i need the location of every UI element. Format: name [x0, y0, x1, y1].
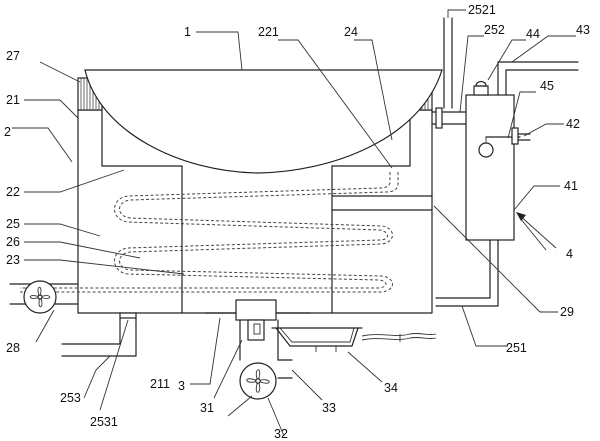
label-22: 22 — [6, 185, 20, 199]
label-28: 28 — [6, 341, 20, 355]
label-42: 42 — [566, 117, 580, 131]
label-2: 2 — [4, 125, 11, 139]
label-33: 33 — [322, 401, 336, 415]
bottom-outlet — [204, 299, 311, 379]
label-1: 1 — [184, 25, 191, 39]
label-211: 211 — [150, 377, 170, 391]
label-26: 26 — [6, 235, 20, 249]
bottom-fan — [239, 362, 277, 400]
label-27: 27 — [6, 49, 20, 63]
label-34: 34 — [384, 381, 398, 395]
label-21: 21 — [6, 93, 20, 107]
label-43: 43 — [576, 23, 590, 37]
label-44: 44 — [526, 27, 540, 41]
leader-lines — [12, 9, 576, 437]
ref-arrow-4 — [516, 212, 557, 249]
label-25: 25 — [6, 217, 20, 231]
label-253: 253 — [60, 391, 81, 405]
label-2521: 2521 — [468, 3, 496, 17]
label-29: 29 — [560, 305, 574, 319]
reference-labels: 1 2 3 4 21 22 23 24 25 26 27 28 29 31 32… — [4, 3, 590, 441]
label-32: 32 — [274, 427, 288, 441]
serpentine-tube — [20, 172, 399, 293]
wok-bowl — [84, 69, 443, 174]
left-fan — [9, 280, 79, 314]
label-41: 41 — [564, 179, 578, 193]
label-2531: 2531 — [90, 415, 118, 429]
collector-tray — [271, 327, 437, 352]
label-221: 221 — [258, 25, 279, 39]
label-45: 45 — [540, 79, 554, 93]
label-23: 23 — [6, 253, 20, 267]
label-24: 24 — [344, 25, 358, 39]
label-3: 3 — [178, 379, 185, 393]
label-31: 31 — [200, 401, 214, 415]
label-4: 4 — [566, 247, 573, 261]
drain-outlet — [61, 312, 137, 357]
label-252: 252 — [484, 23, 505, 37]
label-251: 251 — [506, 341, 527, 355]
water-tank — [431, 17, 579, 307]
